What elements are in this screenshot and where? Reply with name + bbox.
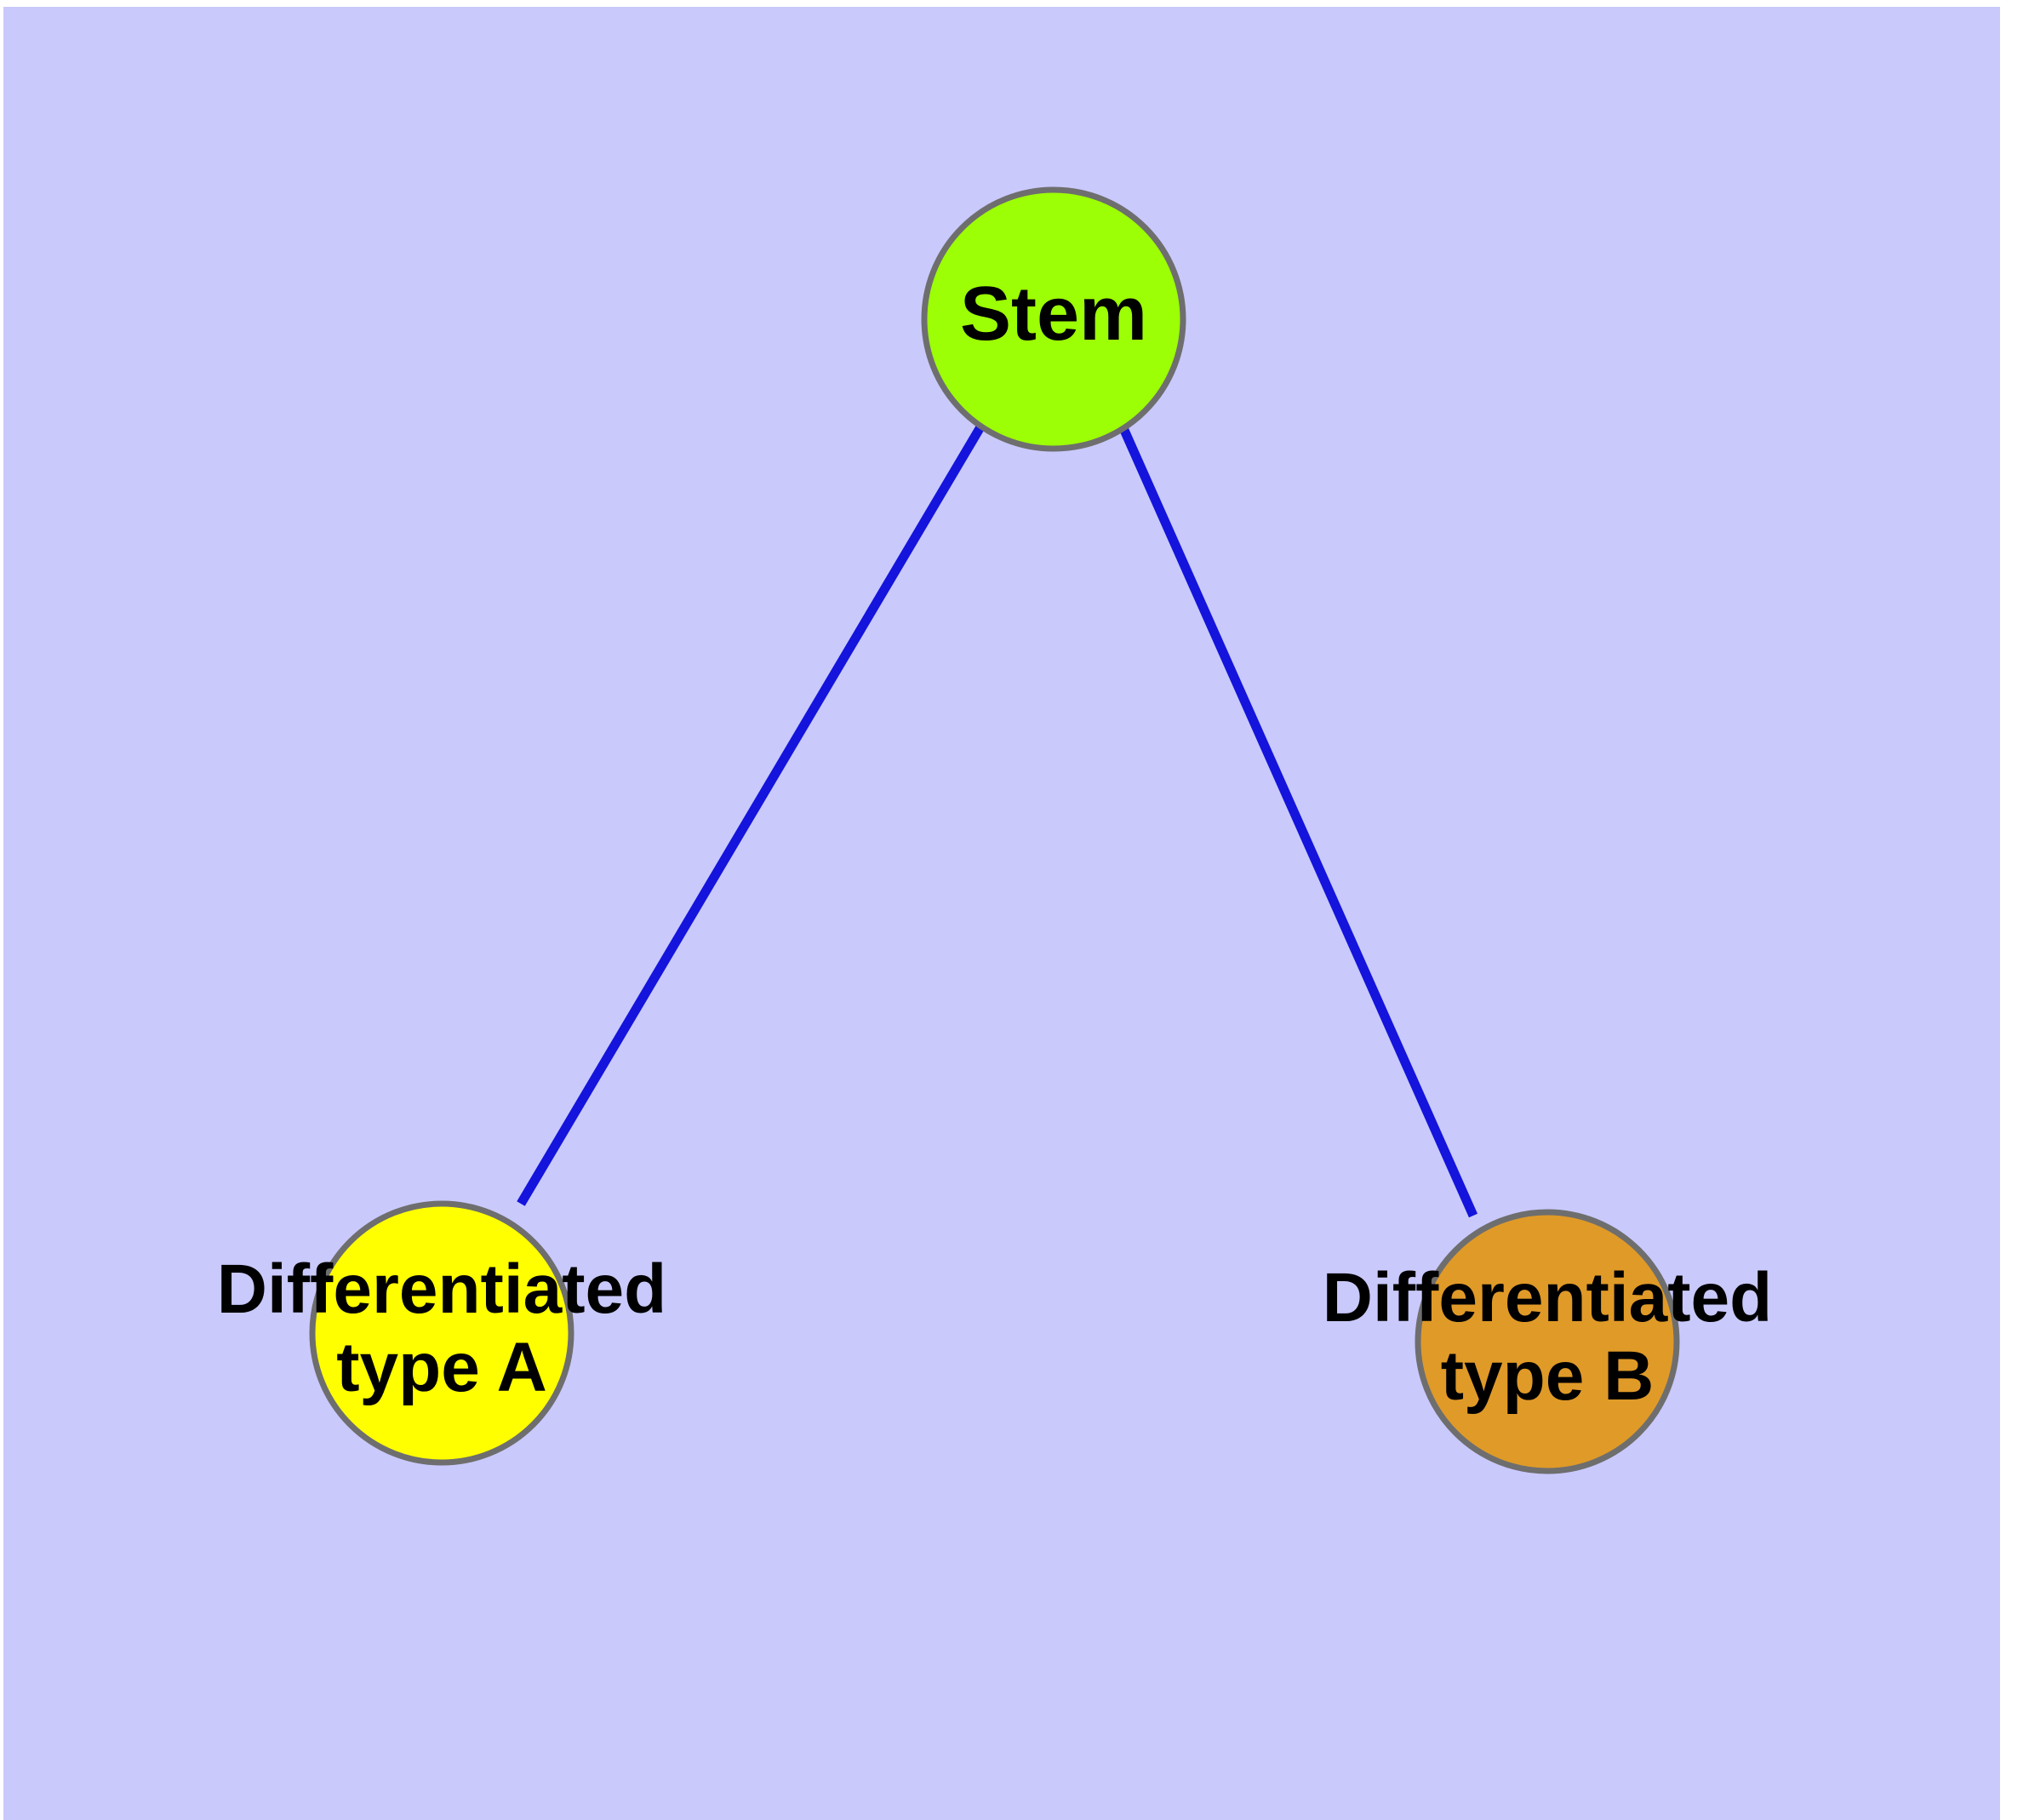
node-label-line: Differentiated <box>217 1251 667 1328</box>
edges-group <box>517 423 1478 1218</box>
node-label-line: Stem <box>960 272 1147 357</box>
graph-edge-stem-to-diff-b <box>1118 426 1478 1218</box>
graph-node-stem[interactable]: Stem <box>921 186 1186 452</box>
node-circle-diff-b[interactable] <box>1415 1209 1680 1474</box>
node-label-line: type A <box>336 1329 547 1406</box>
node-label-line: Differentiated <box>1323 1259 1773 1336</box>
node-circle-stem[interactable] <box>921 186 1186 452</box>
node-label-line: type B <box>1441 1337 1655 1415</box>
graph-edge-stem-to-diff-a <box>517 423 986 1206</box>
node-label-stem: Stem <box>960 272 1147 357</box>
node-circle-diff-a[interactable] <box>309 1200 574 1466</box>
